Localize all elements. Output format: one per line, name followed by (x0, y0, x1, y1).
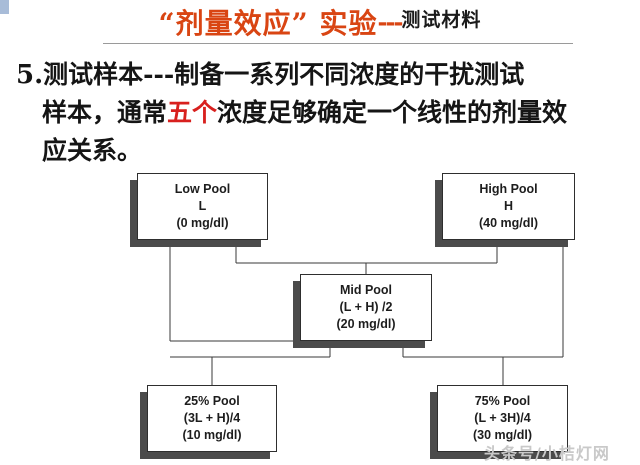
mid-pool-line-2: (L + H) /2 (339, 300, 393, 314)
pool-75-line-3: (30 mg/dl) (472, 428, 533, 442)
low-pool-line-1: Low Pool (174, 182, 231, 196)
body-segment-4: 应关系。 (42, 136, 143, 165)
slide-corner-accent (0, 0, 9, 14)
watermark-text: 头条号/小桔灯网 (484, 444, 610, 463)
title-divider (103, 43, 573, 44)
mid-pool-line-1: Mid Pool (339, 283, 393, 297)
title-dashes: --- (377, 7, 404, 37)
body-highlight-five: 五个 (167, 98, 218, 127)
high-pool-line-2: H (503, 199, 514, 213)
high-pool-line-3: (40 mg/dl) (478, 216, 539, 230)
title-experiment-word: 实验 (319, 7, 378, 40)
pool-25-line-3: (10 mg/dl) (182, 428, 242, 442)
pool-25-line-2: (3L + H)/4 (183, 411, 241, 425)
node-pool-75: 75% Pool (L + 3H)/4 (30 mg/dl) (437, 385, 568, 452)
node-mid-pool: Mid Pool (L + H) /2 (20 mg/dl) (300, 274, 432, 341)
pool-75-line-1: 75% Pool (474, 394, 531, 408)
low-pool-line-3: (0 mg/dl) (176, 216, 229, 230)
list-number: 5. (16, 60, 44, 90)
node-pool-25: 25% Pool (3L + H)/4 (10 mg/dl) (147, 385, 277, 452)
mid-pool-line-3: (20 mg/dl) (336, 317, 396, 331)
low-pool-line-2: L (198, 199, 207, 213)
title-subject: 测试材料 (401, 9, 482, 32)
page-title: “剂量效应” 实验---测试材料 (0, 2, 640, 42)
high-pool-line-1: High Pool (479, 182, 538, 196)
body-segment-2: 样本，通常 (42, 98, 168, 127)
body-segment-3: 浓度足够确定一个线性的剂量效 (217, 98, 568, 127)
body-paragraph: 5.测试样本---制备一系列不同浓度的干扰测试 样本，通常五个浓度足够确定一个线… (16, 56, 630, 170)
title-quoted-term: “剂量效应” (158, 7, 309, 40)
pool-25-line-1: 25% Pool (184, 394, 240, 408)
node-low-pool: Low Pool L (0 mg/dl) (137, 173, 268, 240)
node-high-pool: High Pool H (40 mg/dl) (442, 173, 575, 240)
pool-75-line-2: (L + 3H)/4 (474, 411, 531, 425)
body-segment-1: 测试样本---制备一系列不同浓度的干扰测试 (43, 60, 525, 89)
